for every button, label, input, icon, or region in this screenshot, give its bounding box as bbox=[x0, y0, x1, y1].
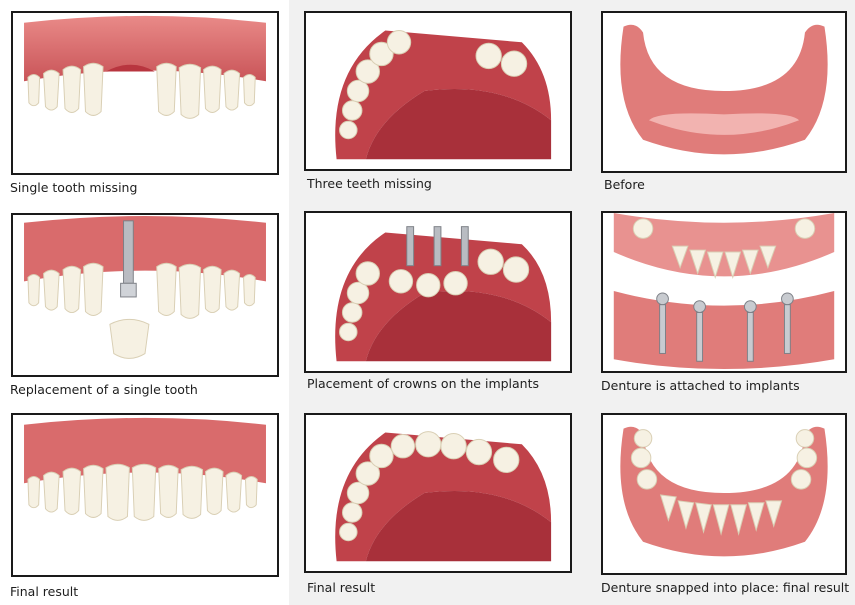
caption-denture-snapped: Denture snapped into place: final result bbox=[601, 581, 849, 595]
denture-over-implants-illustration bbox=[603, 213, 845, 371]
full-lower-denture-illustration bbox=[603, 415, 845, 573]
crowns-on-implants-illustration bbox=[306, 213, 570, 371]
panel-replacement-single-tooth-image bbox=[11, 213, 279, 377]
front-teeth-gap-illustration bbox=[13, 13, 277, 173]
caption-replacement-single-tooth: Replacement of a single tooth bbox=[10, 383, 198, 397]
panel-denture-attached-image bbox=[601, 211, 847, 373]
panel-placement-crowns-image bbox=[304, 211, 572, 373]
caption-placement-crowns: Placement of crowns on the implants bbox=[307, 377, 539, 391]
side-arch-gap-illustration bbox=[306, 13, 570, 169]
panel-before-image bbox=[601, 11, 847, 173]
panel-final-result-three-image bbox=[304, 413, 572, 573]
caption-before: Before bbox=[604, 178, 645, 192]
restored-front-teeth-illustration bbox=[13, 415, 277, 575]
caption-denture-attached: Denture is attached to implants bbox=[601, 379, 800, 393]
implant-insertion-illustration bbox=[13, 215, 277, 375]
panel-single-tooth-missing-image bbox=[11, 11, 279, 175]
panel-final-result-single-image bbox=[11, 413, 279, 577]
caption-three-teeth-missing: Three teeth missing bbox=[307, 177, 432, 191]
caption-single-tooth-missing: Single tooth missing bbox=[10, 181, 137, 195]
caption-final-result-single: Final result bbox=[10, 585, 78, 599]
caption-final-result-three: Final result bbox=[307, 581, 375, 595]
panel-three-teeth-missing-image bbox=[304, 11, 572, 171]
toothless-lower-ridge-illustration bbox=[603, 13, 845, 171]
panel-denture-snapped-image bbox=[601, 413, 847, 575]
restored-side-arch-illustration bbox=[306, 415, 570, 571]
